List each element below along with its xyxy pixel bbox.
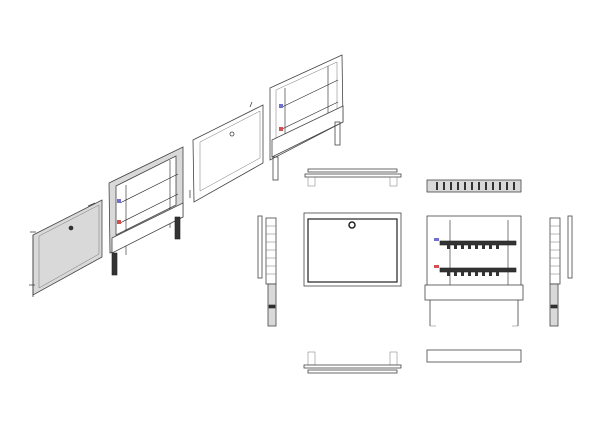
top-view-manifold — [426, 179, 522, 193]
right-side-view — [549, 215, 573, 327]
front-view-door — [303, 212, 402, 287]
front-view-manifold-cabinet — [424, 215, 524, 327]
iso-cabinet-dark — [108, 146, 184, 276]
bottom-view-manifold — [426, 349, 522, 363]
bottom-view-cabinet — [303, 351, 402, 374]
iso-door-grey — [29, 199, 103, 297]
iso-door-white — [189, 101, 264, 203]
iso-cabinet-open — [269, 54, 344, 181]
left-side-view — [257, 215, 277, 327]
top-view-cabinet — [304, 168, 402, 187]
